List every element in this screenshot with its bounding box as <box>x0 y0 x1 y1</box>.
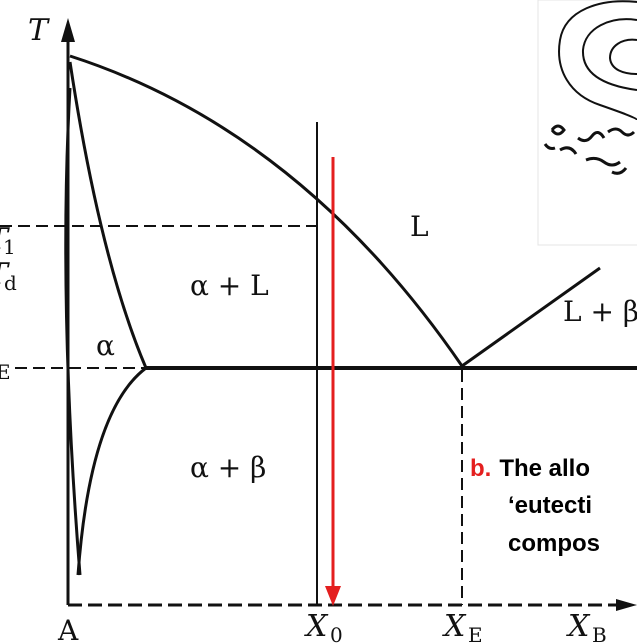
td-label: T d <box>0 257 17 295</box>
eutectic-colony-6 <box>611 167 628 175</box>
grain-outline-inner <box>608 38 637 75</box>
solvus-lower <box>76 366 147 576</box>
eutectic-colony-7 <box>543 143 556 150</box>
eutectic-colony-2 <box>559 146 578 155</box>
x-tick-xe-main: X <box>442 609 467 643</box>
y-axis-arrowhead <box>61 18 75 42</box>
liquidus-alpha <box>69 54 464 367</box>
inset-panel <box>537 0 637 246</box>
liquidus-beta <box>461 266 601 368</box>
t1-label: T 1 <box>0 222 16 259</box>
x-tick-x0-sub: 0 <box>330 623 343 643</box>
x-tick-x0: X 0 <box>304 609 343 643</box>
caption-line-3: compos <box>508 530 600 557</box>
x-axis-label: X B <box>566 609 607 643</box>
td-label-sub: d <box>4 271 17 295</box>
caption-line-1-text: The allo <box>499 455 590 482</box>
eutectic-colony-4 <box>585 156 621 167</box>
x-axis-label-sub: B <box>592 623 607 643</box>
x-tick-x0-main: X <box>304 609 329 643</box>
cooling-path-arrowhead <box>325 586 341 606</box>
x-axis-arrowhead <box>616 599 637 611</box>
x-axis-label-main: X <box>566 609 591 643</box>
x-tick-xe-sub: E <box>468 623 483 643</box>
td-label-main: T <box>0 257 10 292</box>
grain-outline-outer <box>558 0 637 121</box>
te-label-sub: E <box>0 360 11 384</box>
region-alpha-beta-label: α + β <box>190 451 266 484</box>
x-tick-xe: X E <box>442 609 483 643</box>
eutectic-colony-5 <box>607 127 636 137</box>
t1-label-main: T <box>0 222 10 257</box>
t1-label-sub: 1 <box>3 235 16 259</box>
caption-line-2: ‘eutecti <box>508 492 592 519</box>
region-alpha-label: α <box>96 329 115 362</box>
microstructure-inset <box>537 0 637 246</box>
x-tick-a: A <box>57 614 79 643</box>
eutectic-colony-3 <box>577 131 606 143</box>
region-liquid-beta-label: L + β <box>563 295 637 328</box>
solidus-alpha <box>68 61 148 369</box>
region-liquid-label: L <box>410 210 429 243</box>
grain-outline-middle <box>581 18 637 91</box>
y-axis-label: T <box>28 13 50 48</box>
region-alpha-liquid-label: α + L <box>190 269 269 302</box>
caption-line-1: b. The allo <box>470 455 590 482</box>
caption: b. The allo ‘eutecti compos <box>470 455 600 557</box>
eutectic-colony-1 <box>550 124 566 136</box>
solvus-upper <box>64 87 82 576</box>
caption-marker: b. <box>470 455 491 482</box>
